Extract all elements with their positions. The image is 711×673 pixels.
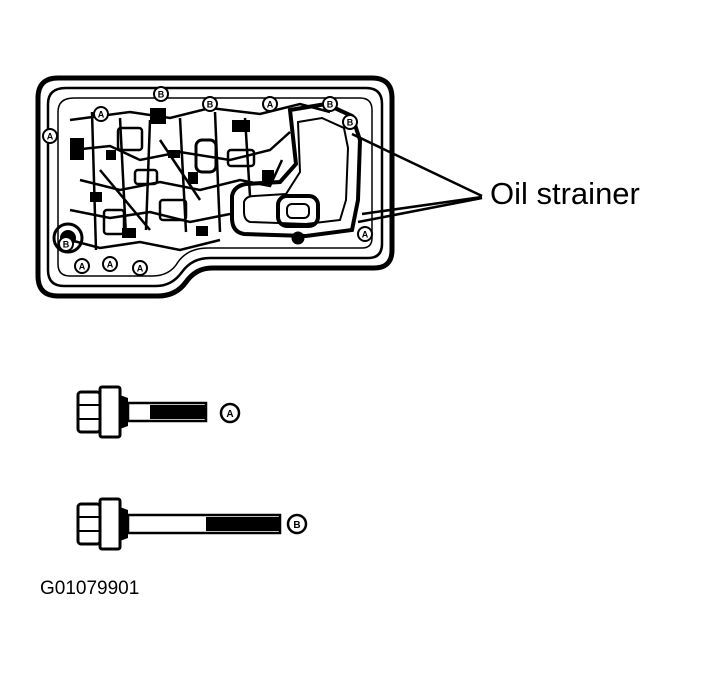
pan-marker-circle bbox=[42, 128, 58, 144]
pan-marker-circle bbox=[93, 106, 109, 122]
pan-marker-letter: B bbox=[63, 240, 70, 250]
bolt-b: B bbox=[76, 497, 308, 551]
bolt-b-marker: B bbox=[286, 513, 308, 535]
pan-marker-letter: B bbox=[207, 100, 214, 110]
oil-strainer-label: Oil strainer bbox=[490, 176, 640, 211]
pan-marker-letter: A bbox=[98, 110, 105, 120]
valve-body-outline bbox=[35, 75, 395, 299]
pan-marker-a: A bbox=[93, 106, 109, 122]
pan-marker-circle bbox=[58, 236, 74, 252]
pan-marker-circle bbox=[342, 114, 358, 130]
bolt-a: A bbox=[76, 385, 241, 439]
pan-marker-circle bbox=[74, 258, 90, 274]
pan-marker-b: B bbox=[342, 114, 358, 130]
pan-marker-letter: A bbox=[362, 230, 369, 240]
pan-marker-circle bbox=[102, 256, 118, 272]
pan-marker-a: A bbox=[132, 260, 148, 276]
bolt-a-marker: A bbox=[219, 402, 241, 424]
figure-id: G01079901 bbox=[40, 578, 140, 599]
pan-marker-letter: B bbox=[327, 100, 334, 110]
pan-marker-a: A bbox=[74, 258, 90, 274]
pan-marker-circle bbox=[202, 96, 218, 112]
bolt-a-letter: A bbox=[226, 409, 233, 420]
pan-marker-b: B bbox=[202, 96, 218, 112]
pan-marker-b: B bbox=[58, 236, 74, 252]
pan-bolt-markers: A A B B A B B A A A A B bbox=[42, 86, 373, 276]
bolt-b-letter: B bbox=[293, 520, 300, 531]
pan-marker-a: A bbox=[357, 226, 373, 242]
pan-marker-b: B bbox=[322, 96, 338, 112]
pan-marker-letter: B bbox=[347, 118, 354, 128]
pan-marker-letter: A bbox=[137, 264, 144, 274]
pan-marker-letter: A bbox=[107, 260, 114, 270]
pan-marker-letter: A bbox=[267, 100, 274, 110]
valve-body-dark-areas bbox=[70, 108, 274, 238]
pan-marker-b: B bbox=[153, 86, 169, 102]
pan-marker-circle bbox=[153, 86, 169, 102]
pan-marker-letter: A bbox=[47, 132, 54, 142]
pan-marker-a: A bbox=[102, 256, 118, 272]
oil-strainer bbox=[230, 101, 363, 245]
pan-marker-circle bbox=[262, 96, 278, 112]
pan-marker-circle bbox=[357, 226, 373, 242]
pan-marker-a: A bbox=[42, 128, 58, 144]
pan-marker-letter: B bbox=[158, 90, 165, 100]
callout-leader-lines bbox=[351, 132, 483, 224]
pan-marker-circle bbox=[322, 96, 338, 112]
pan-marker-circle bbox=[132, 260, 148, 276]
pan-marker-letter: A bbox=[79, 262, 86, 272]
pan-marker-a: A bbox=[262, 96, 278, 112]
